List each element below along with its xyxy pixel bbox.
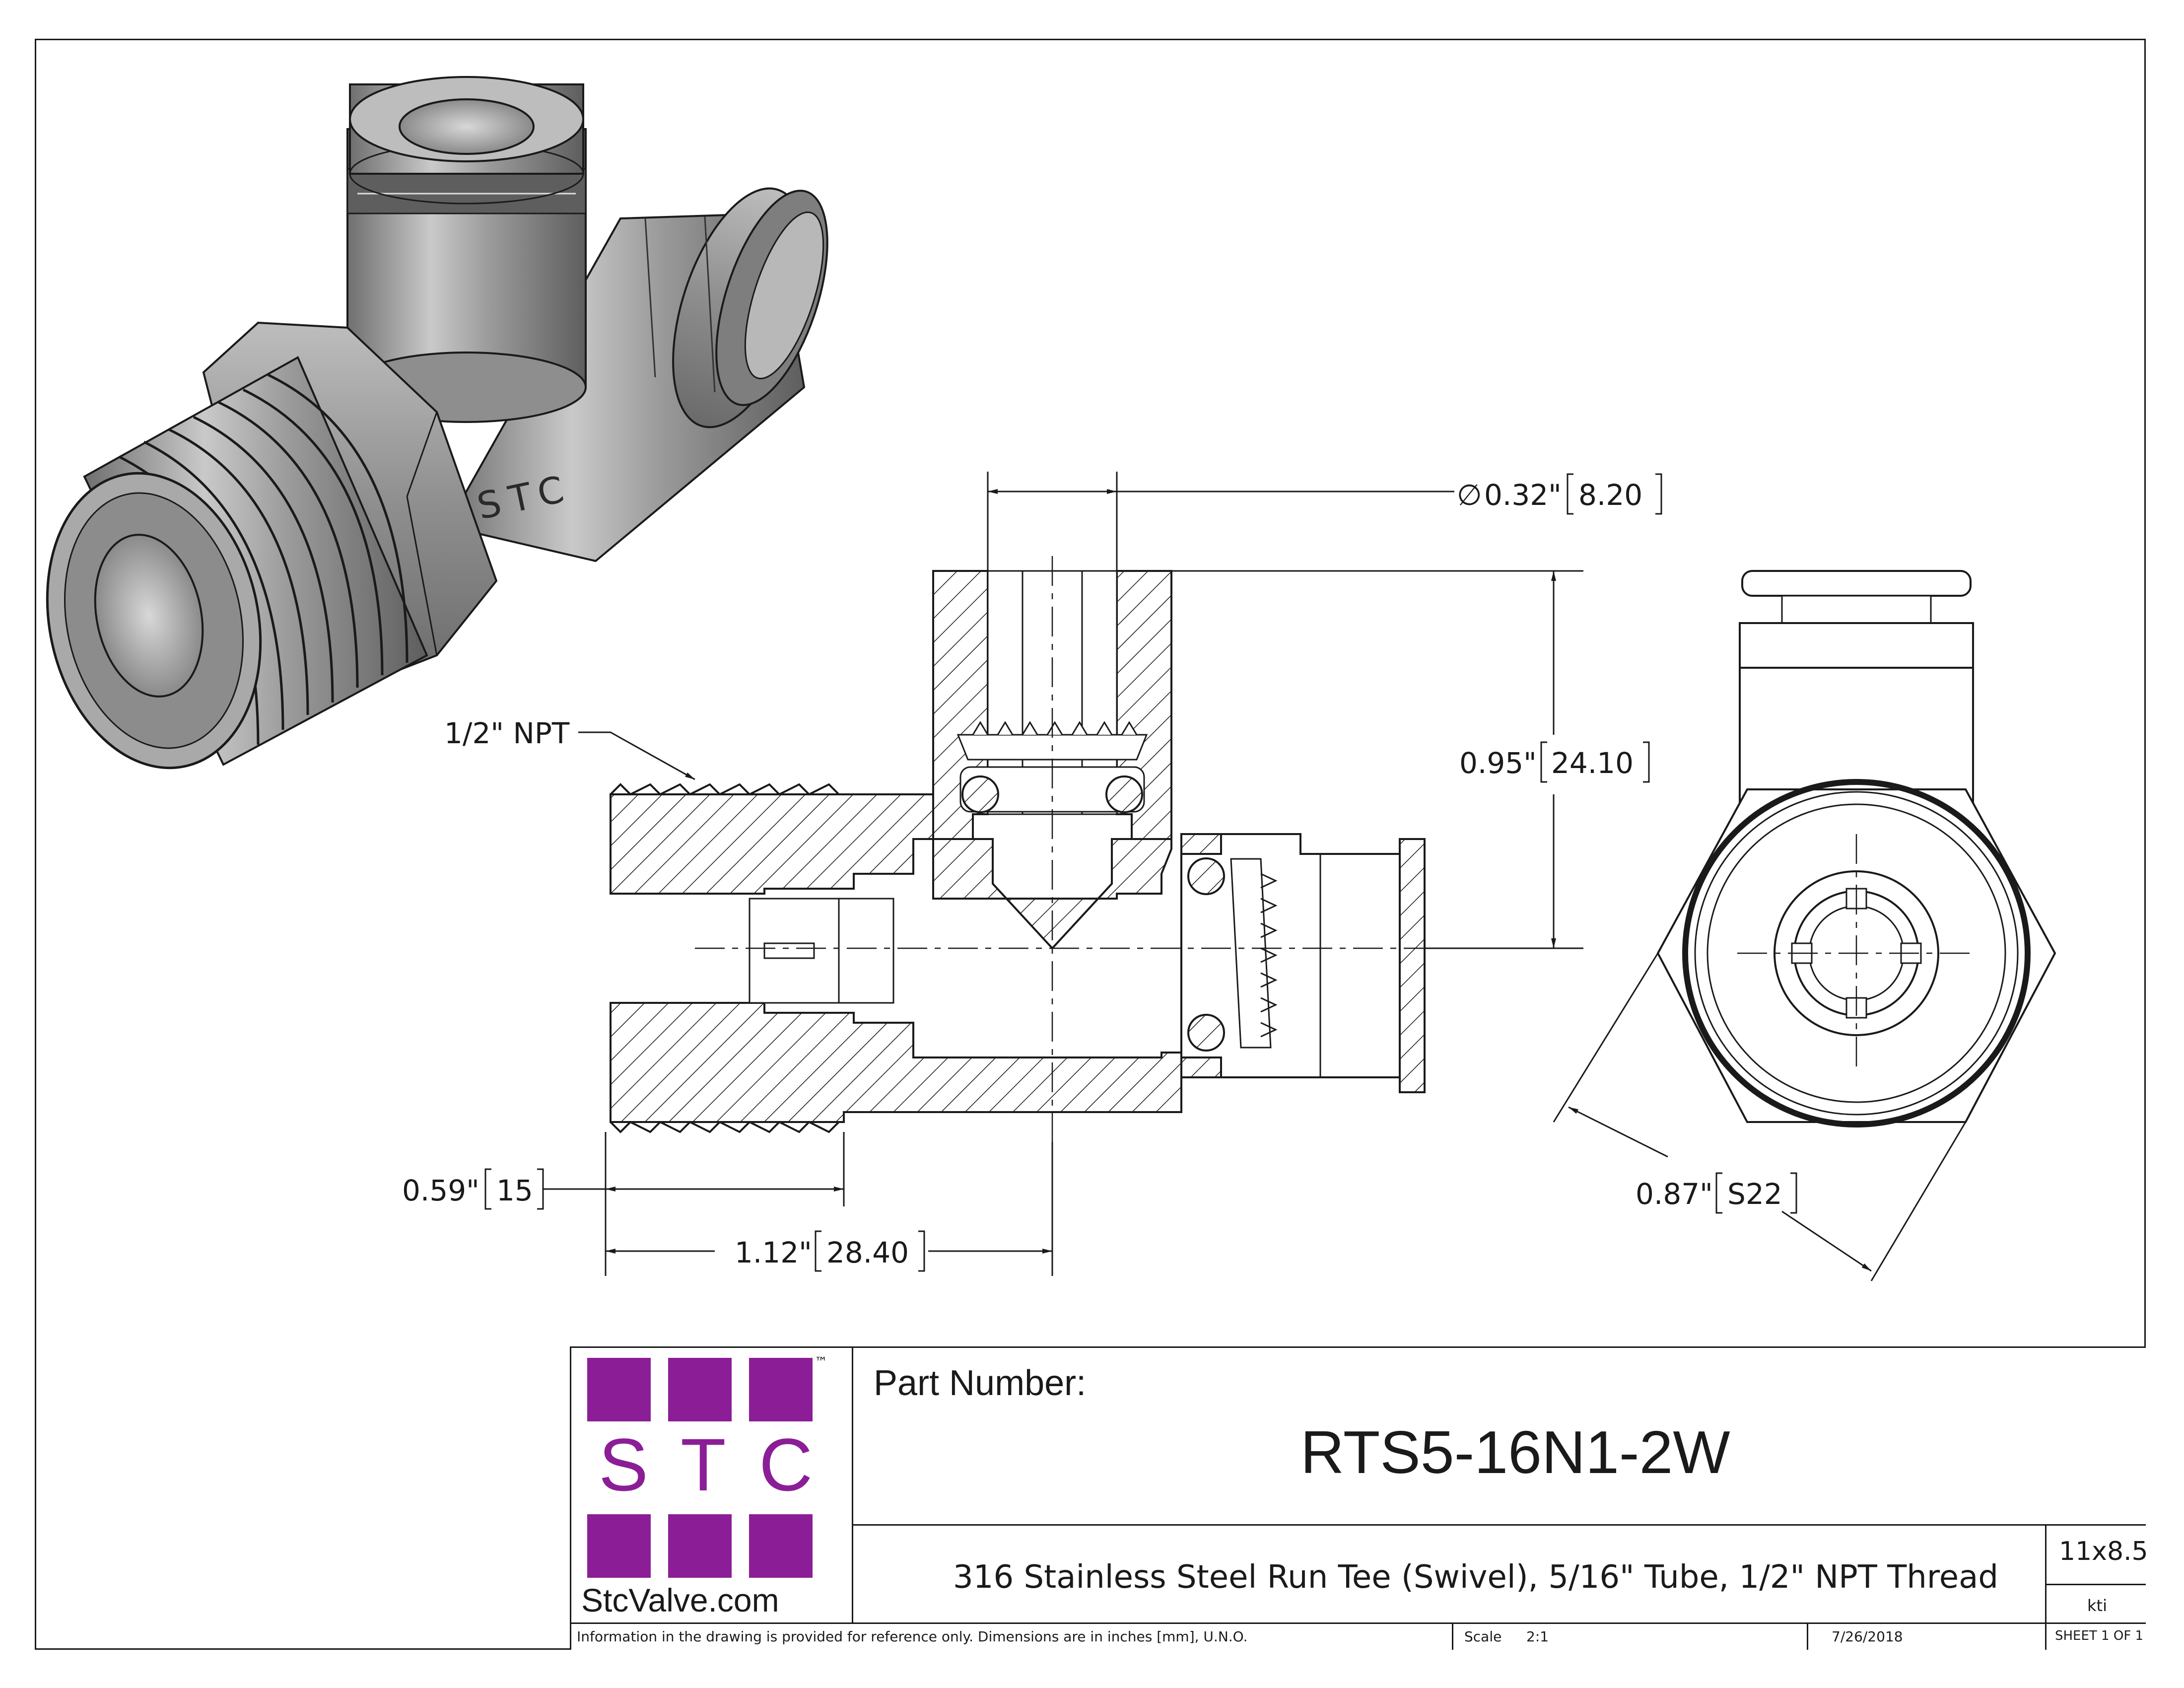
tb-divider — [1807, 1622, 1808, 1650]
section-thread-bottom — [610, 1121, 840, 1133]
logo-square — [749, 1358, 813, 1421]
dia-symbol: ∅ — [1457, 478, 1482, 512]
dim-port-dia: 0.32" — [1484, 478, 1562, 512]
dim-port-dia-mm: 8.20 — [1578, 478, 1642, 512]
end-view — [1656, 570, 2056, 1127]
dim-overall-len: 1.12" — [735, 1236, 812, 1269]
tb-divider — [2045, 1524, 2047, 1650]
stc-logo: ™ S T C StcValve.com — [571, 1348, 852, 1623]
section-body-bottom — [610, 1002, 1182, 1123]
logo-letter-s: S — [599, 1423, 649, 1506]
drawn-by: kti — [2087, 1596, 2107, 1615]
dimension-lines — [544, 472, 1967, 1281]
tb-divider — [852, 1346, 853, 1623]
part-description: 316 Stainless Steel Run Tee (Swivel), 5/… — [953, 1559, 1998, 1596]
isometric-view: STC — [46, 76, 828, 770]
disclaimer: Information in the drawing is provided f… — [577, 1628, 1248, 1645]
dimension-text: ∅ 0.32" 8.20 0.95" 24.10 1/2" NPT 0.59" … — [402, 478, 1782, 1269]
section-view — [610, 556, 1464, 1142]
logo-square — [587, 1358, 651, 1421]
drawing-date: 7/26/2018 — [1832, 1628, 1903, 1645]
section-center-lines — [695, 556, 1464, 1142]
sheet-number: SHEET 1 OF 1 — [2055, 1628, 2144, 1643]
tb-divider — [852, 1524, 2146, 1526]
dimension-brackets — [484, 473, 1797, 1272]
dim-thread-len-mm: 15 — [496, 1174, 533, 1207]
logo-square — [668, 1358, 732, 1421]
logo-square — [587, 1514, 651, 1578]
dim-height: 0.95" — [1459, 746, 1537, 780]
logo-square — [668, 1514, 732, 1578]
part-number-label: Part Number: — [874, 1363, 1087, 1403]
dim-hex-size-mm: S22 — [1727, 1177, 1782, 1211]
tb-divider — [2045, 1584, 2146, 1585]
logo-letter-t: T — [681, 1423, 726, 1506]
iso-branch — [346, 76, 587, 423]
section-run-outlet — [1180, 833, 1426, 1093]
tb-divider — [570, 1622, 2146, 1624]
dim-overall-len-mm: 28.40 — [826, 1236, 909, 1269]
iso-run-body — [445, 187, 828, 563]
logo-website: StcValve.com — [581, 1582, 779, 1618]
dim-hex-size: 0.87" — [1636, 1177, 1713, 1211]
title-block — [570, 1346, 2146, 1650]
logo-tm: ™ — [815, 1355, 827, 1370]
section-body-top — [610, 793, 1172, 950]
dim-height-mm: 24.10 — [1551, 746, 1634, 780]
scale-value: 2:1 — [1526, 1628, 1549, 1645]
dim-thread-len: 0.59" — [402, 1174, 479, 1207]
logo-square — [749, 1514, 813, 1578]
dim-thread-callout: 1/2" NPT — [444, 716, 570, 750]
sheet-size: 11x8.5 — [2059, 1537, 2148, 1566]
scale-label: Scale — [1464, 1628, 1502, 1645]
tb-divider — [1452, 1622, 1453, 1650]
iso-thread — [46, 356, 428, 770]
logo-letter-c: C — [759, 1423, 813, 1506]
part-number: RTS5-16N1-2W — [1300, 1418, 1730, 1486]
section-thread-top — [610, 783, 840, 796]
